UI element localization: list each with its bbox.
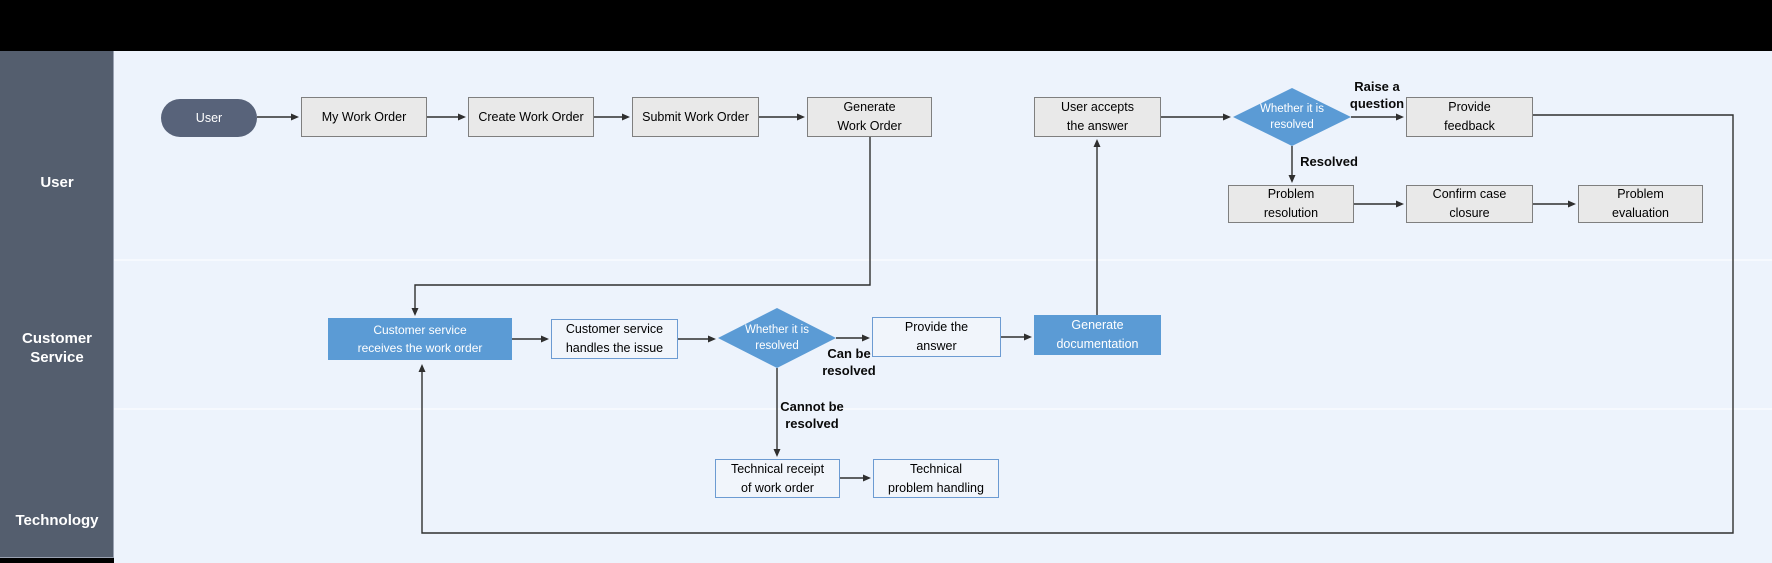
lane-divider-cs-tech: [114, 408, 1772, 410]
node-my-work-order[interactable]: My Work Order: [301, 97, 427, 137]
node-cs-handles-issue[interactable]: Customer service handles the issue: [551, 319, 678, 359]
lane-label-technology[interactable]: Technology: [15, 512, 99, 529]
bottom-letterbox-strip: [0, 558, 83, 563]
node-technical-receipt[interactable]: Technical receipt of work order: [715, 459, 840, 498]
node-generate-documentation[interactable]: Generate documentation: [1034, 315, 1161, 355]
node-provide-the-answer[interactable]: Provide the answer: [872, 317, 1001, 357]
edge-label-resolved: Resolved: [1300, 154, 1358, 169]
node-provide-feedback[interactable]: Provide feedback: [1406, 97, 1533, 137]
node-confirm-case-closure[interactable]: Confirm case closure: [1406, 185, 1533, 223]
edge-label-cannot-be-resolved: Cannot be resolved: [780, 399, 844, 431]
top-letterbox-bar: [0, 0, 1772, 51]
lane-label-customer-service[interactable]: Customer Service: [21, 330, 92, 366]
node-user-accepts-answer[interactable]: User accepts the answer: [1034, 97, 1161, 137]
lane-divider-user-cs: [114, 259, 1772, 261]
node-user-start[interactable]: User: [161, 99, 257, 137]
node-generate-work-order[interactable]: Generate Work Order: [807, 97, 932, 137]
node-problem-resolution[interactable]: Problem resolution: [1228, 185, 1354, 223]
node-technical-problem-handling[interactable]: Technical problem handling: [873, 459, 999, 498]
node-problem-evaluation[interactable]: Problem evaluation: [1578, 185, 1703, 223]
edge-label-raise-a-question: Raise a question: [1349, 79, 1405, 111]
lane-label-user[interactable]: User: [40, 174, 74, 191]
node-cs-receives-work-order[interactable]: Customer service receives the work order: [328, 318, 512, 360]
edge-label-can-be-resolved: Can be resolved: [822, 346, 876, 378]
swimlane-header-column: User Customer Service Technology: [0, 51, 114, 558]
node-submit-work-order[interactable]: Submit Work Order: [632, 97, 759, 137]
node-create-work-order[interactable]: Create Work Order: [468, 97, 594, 137]
